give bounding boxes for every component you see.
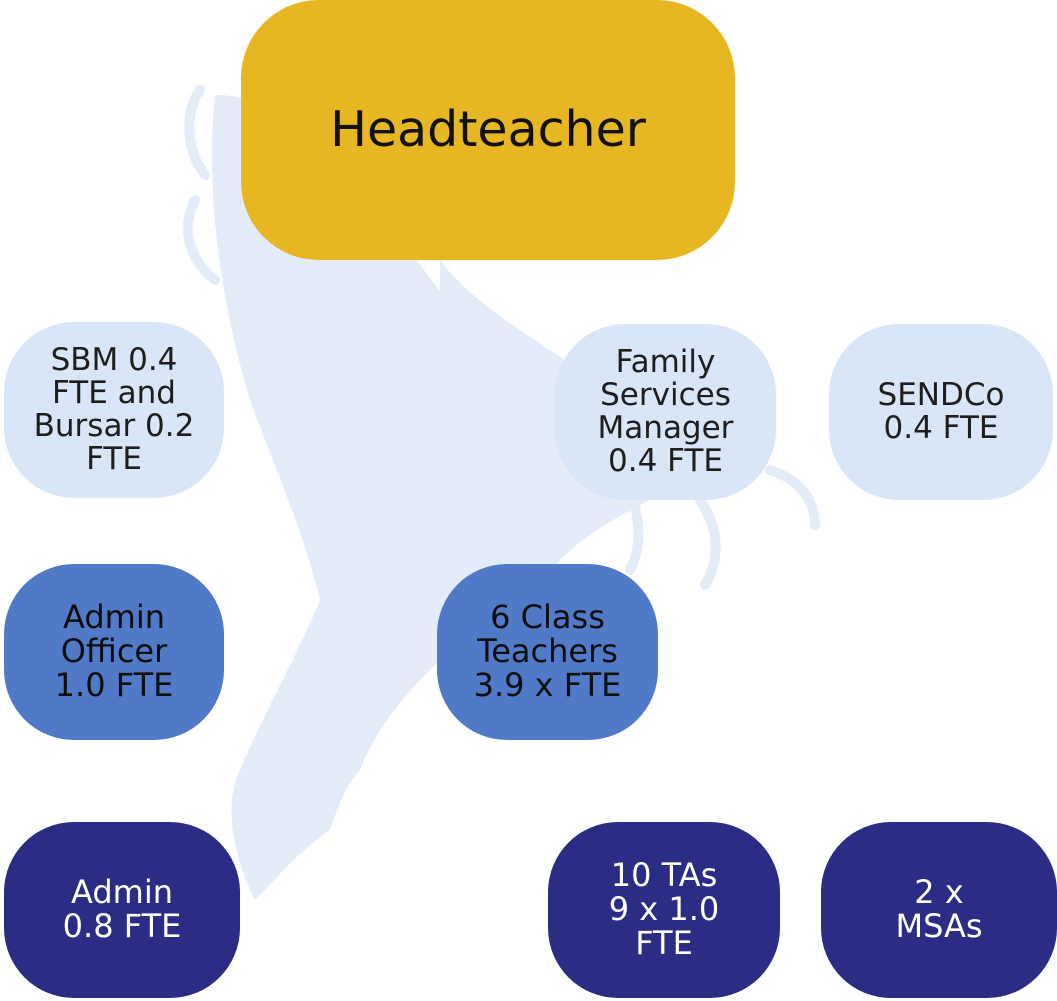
msas-label: 2 x MSAs [895, 873, 983, 945]
headteacher-box: Headteacher [241, 0, 735, 260]
admin-label: Admin 0.8 FTE [62, 873, 182, 945]
sendco-label: SENDCo 0.4 FTE [877, 377, 1005, 446]
family-services-manager-label: Family Services Manager 0.4 FTE [597, 344, 734, 479]
teaching-assistants-box: 10 TAs 9 x 1.0 FTE [548, 822, 780, 998]
headteacher-label: Headteacher [330, 101, 646, 159]
admin-box: Admin 0.8 FTE [4, 822, 240, 998]
admin-officer-box: Admin Officer 1.0 FTE [4, 564, 224, 740]
sbm-bursar-label: SBM 0.4 FTE and Bursar 0.2 FTE [33, 342, 195, 477]
msas-box: 2 x MSAs [821, 822, 1057, 998]
class-teachers-label: 6 Class Teachers 3.9 x FTE [473, 598, 622, 704]
family-services-manager-box: Family Services Manager 0.4 FTE [555, 324, 776, 500]
class-teachers-box: 6 Class Teachers 3.9 x FTE [437, 564, 658, 740]
sendco-box: SENDCo 0.4 FTE [829, 324, 1053, 500]
teaching-assistants-label: 10 TAs 9 x 1.0 FTE [608, 856, 720, 962]
sbm-bursar-box: SBM 0.4 FTE and Bursar 0.2 FTE [4, 322, 224, 498]
admin-officer-label: Admin Officer 1.0 FTE [54, 598, 174, 704]
